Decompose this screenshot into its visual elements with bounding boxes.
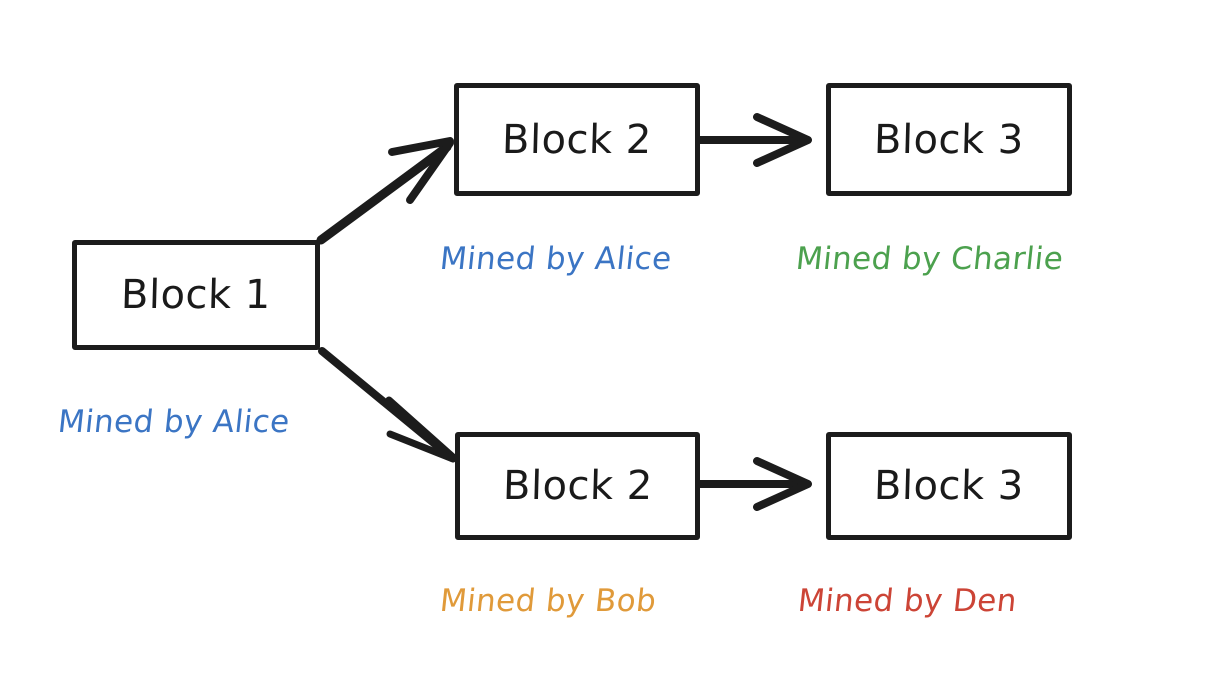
- block-node-block-2-upper[interactable]: Block 2: [454, 83, 700, 196]
- edge-block2-to-block3-lower: [696, 457, 812, 511]
- miner-label-block-1: Mined by Alice: [56, 404, 292, 440]
- block-node-block-3-lower[interactable]: Block 3: [826, 432, 1072, 540]
- block-node-block-3-upper[interactable]: Block 3: [826, 83, 1072, 196]
- miner-label-block-2-upper: Mined by Alice: [438, 241, 674, 277]
- block-label: Block 3: [873, 463, 1025, 509]
- block-label: Block 3: [873, 116, 1025, 163]
- block-label: Block 2: [501, 463, 654, 509]
- block-node-block-1[interactable]: Block 1: [72, 240, 320, 350]
- miner-label-block-2-lower: Mined by Bob: [438, 583, 659, 619]
- block-label: Block 1: [120, 272, 272, 318]
- edge-block2-to-block3-upper: [696, 113, 812, 167]
- edge-block1-to-block2-lower: [318, 347, 457, 463]
- block-node-block-2-lower[interactable]: Block 2: [455, 432, 700, 540]
- miner-label-block-3-upper: Mined by Charlie: [794, 241, 1066, 277]
- block-label: Block 2: [501, 116, 653, 163]
- miner-label-block-3-lower: Mined by Den: [796, 583, 1019, 619]
- edge-block1-to-block2-upper: [316, 137, 454, 245]
